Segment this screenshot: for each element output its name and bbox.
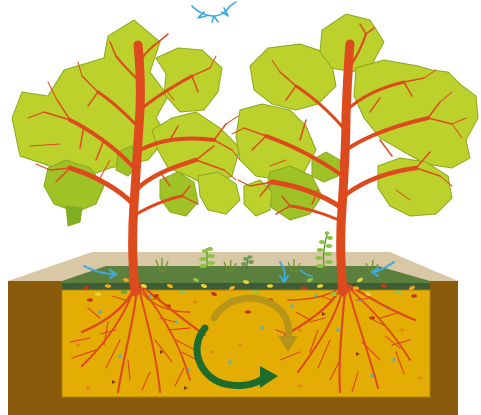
soil-particle: [336, 328, 339, 331]
right-tree: [232, 14, 478, 292]
soil-inner: [62, 290, 430, 397]
soil-organism: [87, 298, 93, 302]
litter-dark-strip: [62, 283, 430, 290]
soil-particle: [228, 360, 231, 363]
soil-particle: [370, 374, 373, 377]
soil-particle: [290, 304, 293, 307]
soil-organism: [411, 294, 417, 298]
right-canopy-leaf: [354, 60, 478, 168]
bird-icon: [192, 2, 236, 22]
left-canopy-leaf: [66, 206, 82, 226]
soil-particle: [392, 358, 395, 361]
litter-leaf: [267, 284, 273, 288]
left-canopy-leaf: [156, 48, 222, 112]
right-canopy-leaf: [236, 104, 316, 180]
soil-organism: [245, 310, 251, 314]
soil-particle: [260, 326, 263, 329]
soil-particle: [118, 354, 121, 357]
soil-particle: [98, 310, 101, 313]
